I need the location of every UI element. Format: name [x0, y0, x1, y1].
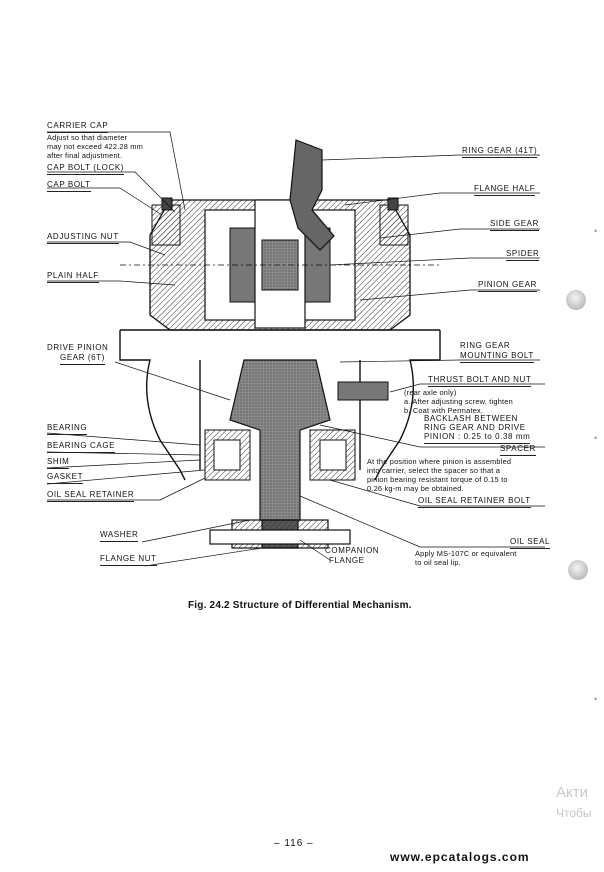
label-side-gear: SIDE GEAR: [490, 219, 539, 231]
note-spacer-line3: pinion bearing resistant torque of 0.15 …: [367, 475, 508, 484]
note-carrier-cap-line2: may not exceed 422.28 mm: [47, 142, 143, 151]
label-pinion-gear: PINION GEAR: [478, 280, 538, 292]
margin-mark: •: [594, 226, 598, 236]
note-oil-seal-line2: to oil seal lip.: [415, 558, 461, 567]
label-cap-bolt: CAP BOLT: [47, 180, 91, 192]
note-spacer-line1: At the position where pinion is assemble…: [367, 457, 512, 466]
label-shim: SHIM: [47, 457, 70, 469]
label-carrier-cap: CARRIER CAP: [47, 121, 109, 133]
watermark-line1: Акти: [556, 784, 588, 801]
label-oil-seal-retainer: OIL SEAL RETAINER: [47, 490, 135, 502]
label-plain-half: PLAIN HALF: [47, 271, 99, 283]
label-ring-gear: RING GEAR (41T): [462, 146, 538, 158]
page-number: – 116 –: [274, 838, 314, 849]
companion-flange-shape: [209, 519, 351, 549]
label-drive-pinion-line2: GEAR (6T): [60, 353, 105, 365]
note-thrust-line1: (rear axle only): [404, 388, 457, 397]
note-carrier-cap-line1: Adjust so that diameter: [47, 133, 128, 142]
note-oil-seal-line1: Apply MS-107C or equivalent: [415, 549, 517, 558]
label-drive-pinion-line1: DRIVE PINION: [47, 343, 109, 352]
label-bearing-cage: BEARING CAGE: [47, 441, 116, 453]
label-adjusting-nut: ADJUSTING NUT: [47, 232, 119, 244]
label-backlash-line1: BACKLASH BETWEEN: [424, 414, 519, 423]
note-thrust-line3: b. Coat with Permatex.: [404, 406, 484, 415]
note-spacer-line2: into carrier, select the spacer so that …: [367, 466, 501, 475]
ring-gear-shape: [289, 139, 335, 251]
leader-lines: [46, 131, 545, 567]
label-spider: SPIDER: [506, 249, 540, 261]
label-backlash-line2: RING GEAR AND DRIVE: [424, 423, 526, 432]
label-oil-seal: OIL SEAL: [510, 537, 551, 549]
pinion-bearings: [204, 429, 356, 481]
binder-hole-lower: [568, 560, 588, 580]
label-cap-bolt-lock: CAP BOLT (LOCK): [47, 163, 125, 175]
website-footer: www.epcatalogs.com: [390, 850, 530, 864]
watermark-line2: Чтобы: [556, 806, 592, 820]
note-carrier-cap-line3: after final adjustment.: [47, 151, 123, 160]
thrust-bolt-shape: [337, 381, 389, 401]
label-bearing: BEARING: [47, 423, 88, 435]
label-backlash-line3: PINION : 0.25 to 0.38 mm: [424, 432, 531, 444]
binder-hole-upper: [566, 290, 586, 310]
label-companion-flange-line2: FLANGE: [329, 556, 365, 565]
note-spacer-line4: 0.26 kg-m may be obtained.: [367, 484, 464, 493]
label-washer: WASHER: [100, 530, 139, 542]
label-flange-half: FLANGE HALF: [474, 184, 536, 196]
label-gasket: GASKET: [47, 472, 84, 484]
label-spacer: SPACER: [500, 444, 536, 456]
label-ring-gear-mounting-line1: RING GEAR: [460, 341, 511, 350]
label-flange-nut: FLANGE NUT: [100, 554, 157, 566]
label-thrust-bolt-and-nut: THRUST BOLT AND NUT: [428, 375, 532, 387]
margin-mark: •: [594, 694, 598, 704]
label-companion-flange-line1: COMPANION: [325, 546, 380, 555]
label-oil-seal-retainer-bolt: OIL SEAL RETAINER BOLT: [418, 496, 531, 508]
margin-mark: •: [594, 433, 598, 443]
label-ring-gear-mounting-line2: MOUNTING BOLT: [460, 351, 534, 363]
note-thrust-line2: a. After adjusting screw, tighten: [404, 397, 513, 406]
figure-caption: Fig. 24.2 Structure of Differential Mech…: [188, 600, 412, 611]
